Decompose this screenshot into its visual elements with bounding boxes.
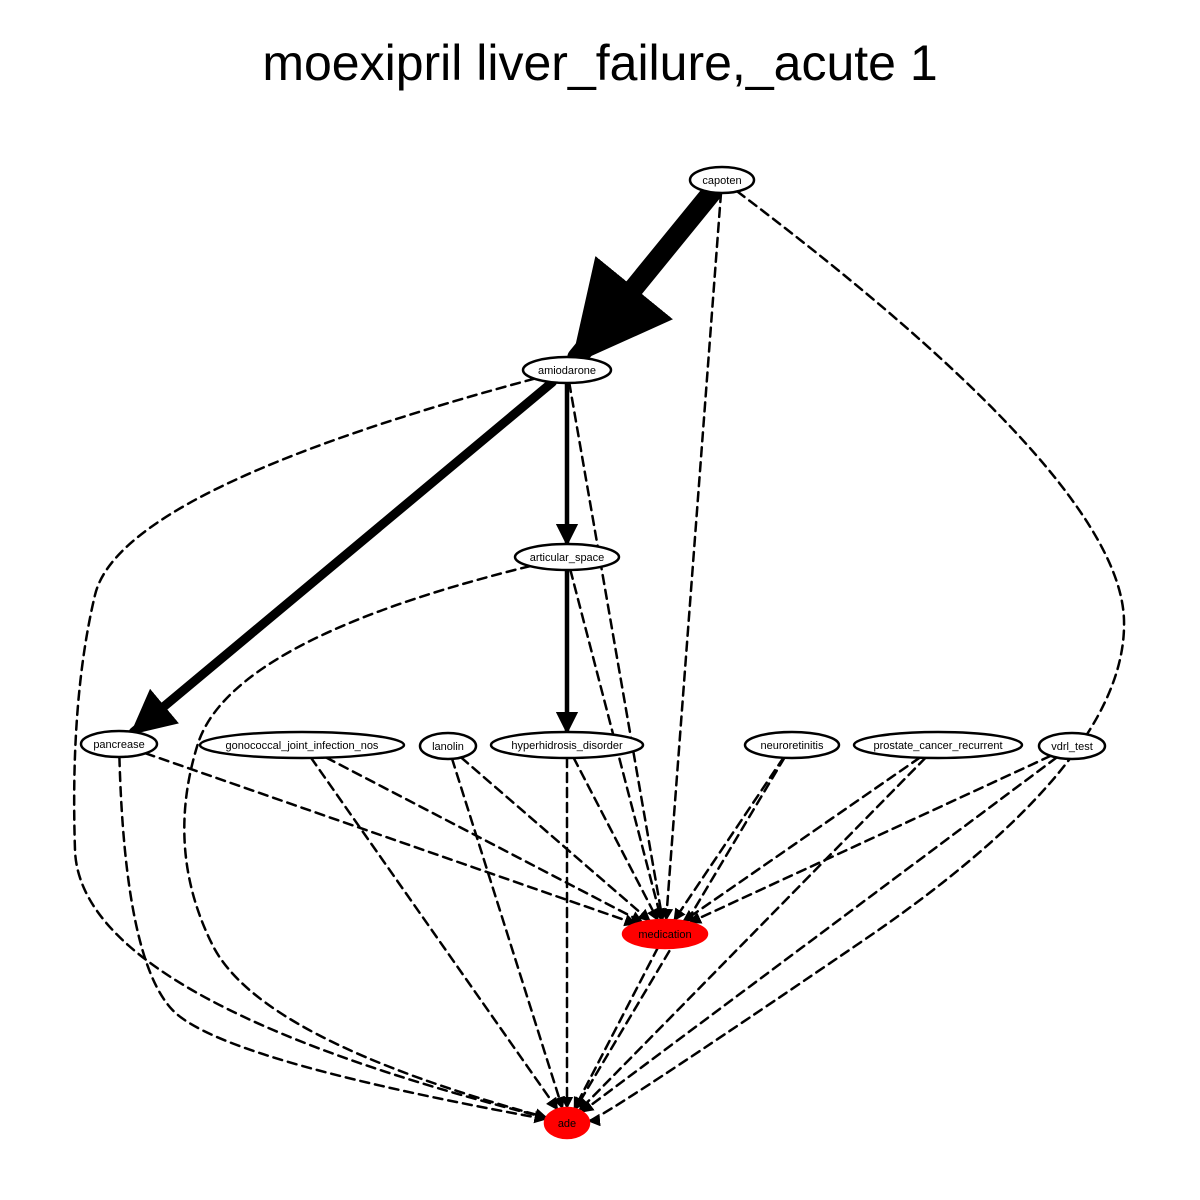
node-shape-gonococcal_joint_infection_nos — [198, 730, 406, 760]
node-vdrl_test: vdrl_test — [1037, 731, 1107, 761]
node-label-vdrl_test: vdrl_test — [1051, 741, 1093, 753]
edge-hyperhidrosis_disorder-to-medication — [572, 756, 660, 922]
node-shape-ade — [543, 1106, 591, 1140]
node-label-gonococcal_joint_infection_nos: gonococcal_joint_infection_nos — [226, 740, 379, 752]
node-label-neuroretinitis: neuroretinitis — [761, 740, 824, 752]
node-amiodarone: amiodarone — [521, 355, 613, 385]
edge-gonococcal_joint_infection_nos-to-ade — [309, 756, 559, 1111]
node-prostate_cancer_recurrent: prostate_cancer_recurrent — [852, 730, 1024, 760]
edge-pancrease-to-ade — [118, 755, 547, 1124]
edge-prostate_cancer_recurrent-to-medication — [681, 756, 921, 923]
node-shape-neuroretinitis — [743, 730, 841, 760]
node-label-pancrease: pancrease — [93, 739, 144, 751]
edge-lanolin-to-ade — [450, 757, 565, 1110]
node-capoten: capoten — [688, 165, 756, 195]
node-ade: ade — [543, 1106, 591, 1140]
node-shape-articular_space — [513, 542, 621, 572]
edge-capoten-to-ade — [587, 190, 1126, 1127]
node-label-prostate_cancer_recurrent: prostate_cancer_recurrent — [873, 740, 1002, 752]
edge-amiodarone-to-medication — [568, 381, 667, 922]
edge-prostate_cancer_recurrent-to-ade — [577, 756, 927, 1112]
edge-amiodarone-to-pancrease — [128, 377, 557, 737]
node-label-lanolin: lanolin — [432, 741, 464, 753]
edge-capoten-to-medication — [660, 191, 723, 922]
edge-pancrease-to-medication — [144, 752, 638, 927]
edge-capoten-to-amiodarone — [567, 182, 722, 368]
node-shape-vdrl_test — [1037, 731, 1107, 761]
node-medication: medication — [621, 918, 709, 950]
node-shape-pancrease — [79, 729, 159, 759]
node-shape-prostate_cancer_recurrent — [852, 730, 1024, 760]
node-gonococcal_joint_infection_nos: gonococcal_joint_infection_nos — [198, 730, 406, 760]
node-shape-medication — [621, 918, 709, 950]
node-pancrease: pancrease — [79, 729, 159, 759]
edge-vdrl_test-to-medication — [688, 754, 1052, 924]
edge-neuroretinitis-to-medication — [672, 756, 785, 922]
graph-title: moexipril liver_failure,_acute 1 — [262, 35, 938, 91]
node-label-medication: medication — [638, 929, 691, 941]
edges-layer — [72, 182, 1126, 1127]
edge-gonococcal_joint_infection_nos-to-medication — [325, 756, 644, 924]
node-shape-amiodarone — [521, 355, 613, 385]
node-label-capoten: capoten — [702, 175, 741, 187]
node-shape-hyperhidrosis_disorder — [489, 730, 645, 760]
node-shape-lanolin — [418, 731, 478, 761]
edge-medication-to-ade — [573, 946, 660, 1111]
edge-lanolin-to-medication — [459, 756, 652, 923]
edge-articular_space-to-ade — [183, 564, 548, 1121]
edge-vdrl_test-to-ade — [580, 756, 1058, 1114]
node-shape-capoten — [688, 165, 756, 195]
node-label-ade: ade — [558, 1118, 576, 1130]
node-lanolin: lanolin — [418, 731, 478, 761]
node-label-amiodarone: amiodarone — [538, 365, 596, 377]
node-hyperhidrosis_disorder: hyperhidrosis_disorder — [489, 730, 645, 760]
node-label-hyperhidrosis_disorder: hyperhidrosis_disorder — [511, 740, 623, 752]
nodes-layer: capoten amiodarone articular_space pancreas… — [79, 165, 1107, 1140]
node-neuroretinitis: neuroretinitis — [743, 730, 841, 760]
node-label-articular_space: articular_space — [530, 552, 605, 564]
node-articular_space: articular_space — [513, 542, 621, 572]
edge-amiodarone-to-ade — [72, 377, 548, 1122]
